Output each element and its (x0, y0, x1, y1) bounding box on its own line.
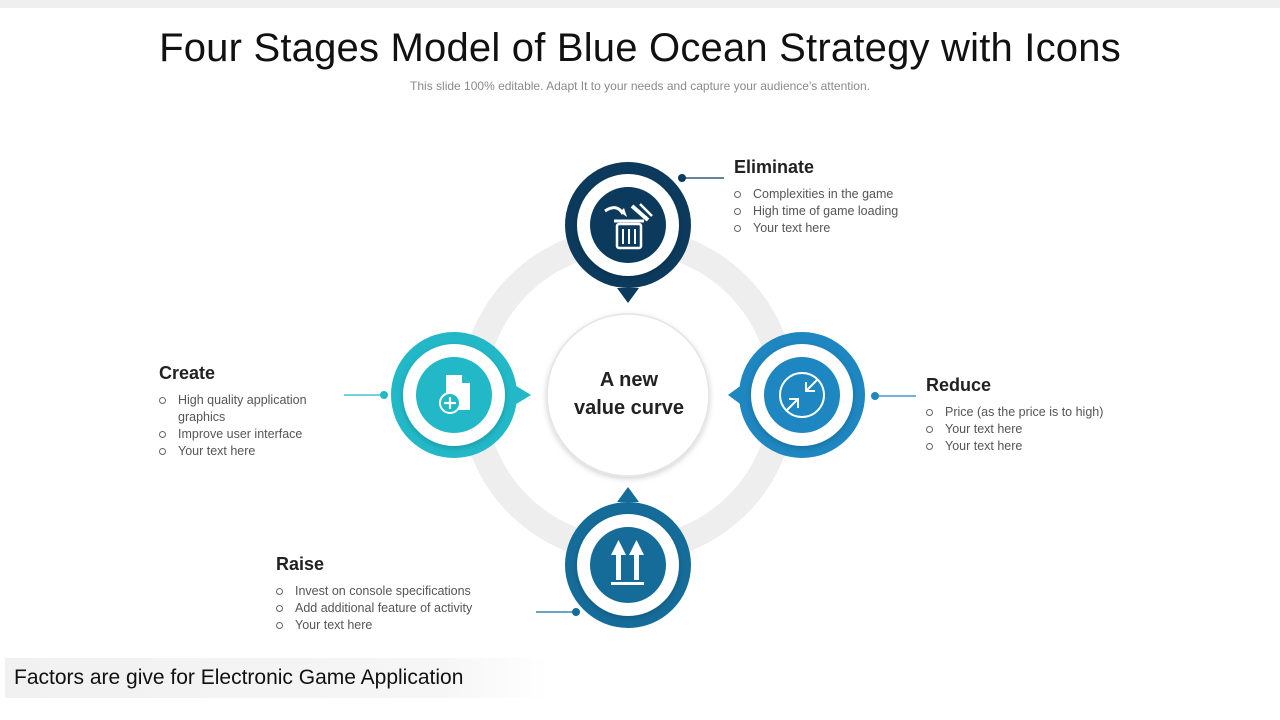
footer-banner (5, 658, 550, 698)
raise-node (565, 487, 691, 628)
add-document-icon (439, 375, 470, 414)
center-label: A new value curve (548, 366, 710, 422)
list-item: Your text here (926, 421, 1186, 438)
reduce-node (728, 332, 865, 458)
slide-title: Four Stages Model of Blue Ocean Strategy… (159, 26, 1121, 70)
slide-subtitle: This slide 100% editable. Adapt It to yo… (410, 79, 870, 93)
trash-bin-icon (604, 203, 653, 250)
list-item: Your text here (734, 220, 994, 237)
list-item: Improve user interface (159, 426, 334, 443)
list-item: Price (as the price is to high) (926, 404, 1186, 421)
eliminate-list: Complexities in the game High time of ga… (734, 186, 994, 237)
list-item: Your text here (926, 438, 1186, 455)
create-title: Create (159, 363, 216, 383)
list-item: Add additional feature of activity (276, 600, 536, 617)
top-strip (0, 0, 1280, 8)
reduce-title: Reduce (926, 375, 992, 395)
list-item: High quality application graphics (159, 392, 334, 426)
reduce-block: Reduce Price (as the price is to high) Y… (926, 375, 1186, 455)
list-item: Your text here (276, 617, 536, 634)
up-arrows-icon (611, 540, 644, 585)
center-line-1: A new (599, 369, 659, 391)
footer-text: Factors are give for Electronic Game App… (14, 666, 464, 689)
create-block: Create High quality application graphics… (159, 363, 334, 460)
eliminate-block: Eliminate Complexities in the game High … (734, 157, 994, 237)
create-list: High quality application graphics Improv… (159, 392, 334, 460)
center-circle (546, 313, 710, 477)
raise-list: Invest on console specifications Add add… (276, 583, 536, 634)
eliminate-title: Eliminate (734, 157, 815, 177)
list-item: Complexities in the game (734, 186, 994, 203)
create-connector (344, 391, 388, 399)
shrink-arrows-icon (779, 372, 825, 418)
list-item: Your text here (159, 443, 334, 460)
list-item: Invest on console specifications (276, 583, 536, 600)
raise-block: Raise Invest on console specifications A… (276, 554, 536, 634)
list-item: High time of game loading (734, 203, 994, 220)
reduce-list: Price (as the price is to high) Your tex… (926, 404, 1186, 455)
reduce-connector (871, 392, 916, 400)
center-line-2: value curve (573, 397, 685, 419)
eliminate-connector (678, 174, 724, 182)
raise-title: Raise (276, 554, 325, 574)
raise-connector (536, 608, 580, 616)
